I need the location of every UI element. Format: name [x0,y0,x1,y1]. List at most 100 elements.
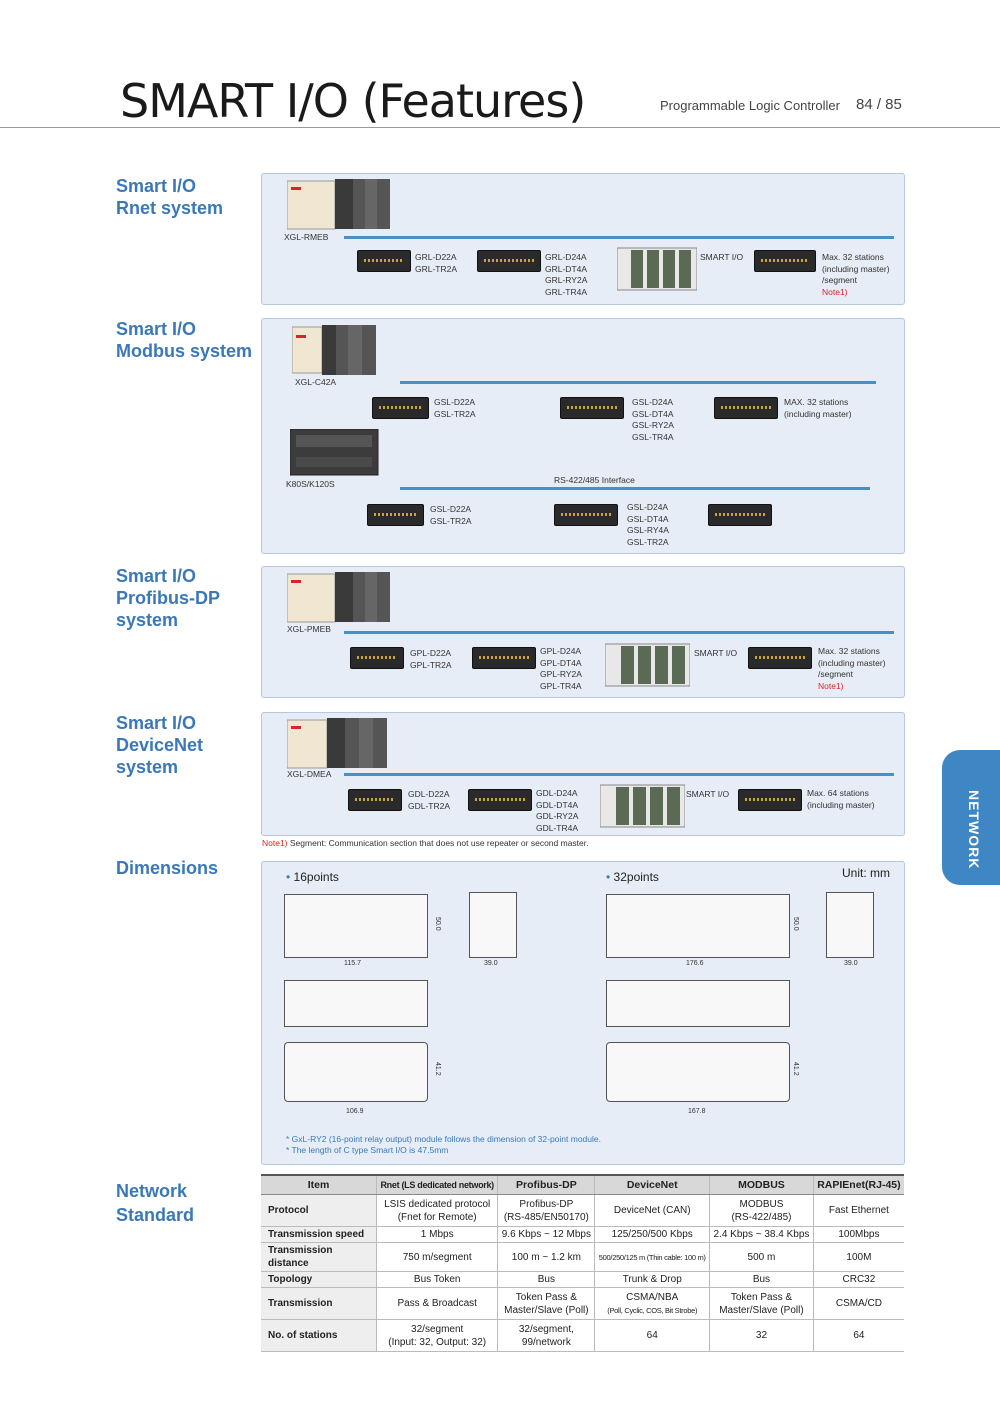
profibus-master-rack-icon [287,572,390,623]
rnet-smartio-rack-icon [617,247,697,291]
col-devicenet: DeviceNet [594,1174,710,1195]
devicenet-heading-line2: DeviceNet [116,735,204,755]
dim-32-top-drawing [606,980,790,1027]
profibus-max-label: Max. 32 stations(including master)/segme… [818,646,886,691]
profibus-smartio-label: SMART I/O [694,648,738,658]
profibus-module-2 [472,647,536,669]
modbus-max-label: MAX. 32 stations(including master) [784,397,852,419]
rnet-heading: Smart I/O Rnet system [116,175,223,219]
network-heading-line2: Standard [116,1205,195,1225]
network-standard-table: Item Rnet (LS dedicated network) Profibu… [261,1174,904,1352]
modbus-heading: Smart I/O Modbus system [116,318,252,362]
modbus-module-1 [372,397,429,419]
rnet-module-2 [477,250,541,272]
rnet-bus [344,236,894,239]
devicenet-smartio-label: SMART I/O [686,789,730,799]
modbus-module-4 [367,504,424,526]
dim-32-width: 176.6 [686,960,704,967]
dim-32-bottom-width: 167.8 [688,1108,706,1115]
dim-footnotes: * GxL-RY2 (16-point relay output) module… [286,1134,601,1156]
dim-32-bottom-drawing [606,1042,790,1102]
rs422-interface-label: RS-422/485 Interface [554,475,635,485]
k80s-label: K80S/K120S [286,479,335,489]
dim-16-bottom-drawing [284,1042,428,1102]
rnet-module-3 [754,250,816,272]
modbus-module-5 [554,504,618,526]
dim-16-side-width: 39.0 [484,960,498,967]
devicenet-max-label: Max. 64 stations(including master) [807,788,875,810]
rnet-module-1 [357,250,411,272]
side-tab-label: NETWORK [966,790,982,870]
network-standard-heading: Network Standard [116,1179,194,1227]
dim-32-side-drawing [826,892,874,958]
modbus-module-3 [714,397,778,419]
page-number: 84 / 85 [856,96,902,113]
dimensions-panel: • 16points • 32points Unit: mm 50.0 115.… [261,861,905,1165]
modbus-master-rack-icon [292,325,376,375]
devicenet-master-rack-icon [287,718,387,769]
devicenet-master-label: XGL-DMEA [287,769,332,779]
header-rule [0,127,1000,128]
dim-32-side-width: 39.0 [844,960,858,967]
network-side-tab [942,750,1000,885]
profibus-smartio-rack-icon [605,643,690,687]
dim-footnote-1: * GxL-RY2 (16-point relay output) module… [286,1134,601,1144]
col-profibus: Profibus-DP [497,1174,595,1195]
modbus-heading-line2: Modbus system [116,341,253,361]
modbus-bus-2 [400,487,870,490]
dim-32-front-drawing [606,894,790,958]
profibus-master-label: XGL-PMEB [287,624,331,634]
dim-32-bottom-height: 41.2 [792,1062,799,1076]
profibus-bus [344,631,894,634]
k80s-plc-icon [290,429,379,476]
profibus-heading: Smart I/O Profibus-DP system [116,565,220,631]
segment-footnote: Note1) Segment: Communication section th… [262,838,589,848]
rnet-heading-line2: Rnet system [116,198,224,218]
table-row: No. of stations 32/segment(Input: 32, Ou… [261,1319,904,1352]
modbus-master-label: XGL-C42A [295,377,337,387]
page-title: SMART I/O (Features) [120,74,586,128]
dim-16-width: 115.7 [344,960,361,967]
col-modbus: MODBUS [709,1174,814,1195]
devicenet-bus [344,773,894,776]
profibus-heading-line2: Profibus-DP [116,588,221,608]
table-header-row: Item Rnet (LS dedicated network) Profibu… [261,1174,904,1195]
table-row: Protocol LSIS dedicated protocol(Fnet fo… [261,1194,904,1227]
dim-16-bottom-height: 41.2 [434,1062,441,1076]
profibus-heading-line3: system [116,610,179,630]
rnet-master-rack-icon [287,179,390,230]
col-rapienet: RAPIEnet(RJ-45) [812,1174,904,1195]
dim-16-front-drawing [284,894,428,958]
rnet-master-label: XGL-RMEB [284,232,329,242]
dim-16-side-drawing [469,892,517,958]
modbus-bus-1 [400,381,876,384]
devicenet-module-3 [738,789,802,811]
dim-16-top-drawing [284,980,428,1027]
dim-16points-label: • 16points [286,870,339,884]
profibus-module-1 [350,647,404,669]
table-row: Transmission speed 1 Mbps 9.6 Kbps ~ 12 … [261,1226,904,1243]
devicenet-module-2 [468,789,532,811]
rnet-max-label: Max. 32 stations(including master)/segme… [822,252,890,297]
devicenet-heading: Smart I/O DeviceNet system [116,712,203,778]
devicenet-heading-line3: system [116,757,179,777]
network-heading-line1: Network [116,1181,188,1201]
devicenet-module-1 [348,789,402,811]
dimensions-heading: Dimensions [116,858,219,878]
table-row: Topology Bus Token Bus Trunk & Drop Bus … [261,1271,904,1288]
modbus-heading-line1: Smart I/O [116,319,197,339]
rnet-heading-line1: Smart I/O [116,176,197,196]
table-row: Transmission Pass & Broadcast Token Pass… [261,1287,904,1320]
col-item: Item [261,1174,377,1195]
